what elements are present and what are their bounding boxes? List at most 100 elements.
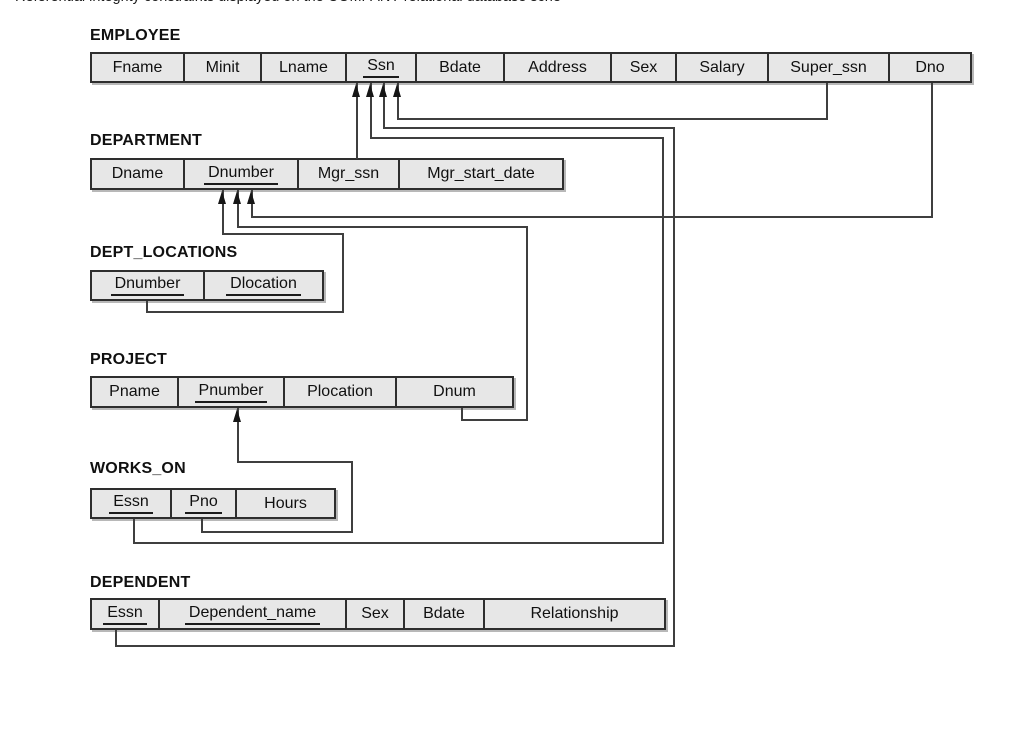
column-label: Relationship (530, 605, 619, 622)
column-dependent-dependent-name: Dependent_name (160, 600, 347, 628)
primary-key-label: Dependent_name (184, 604, 321, 625)
column-works-on-pno: Pno (172, 490, 237, 517)
column-department-dname: Dname (92, 160, 185, 188)
connector-dept-locations-dnumber-to-dnumber-segment (146, 311, 344, 313)
column-department-dnumber: Dnumber (185, 160, 299, 188)
connector-dno-to-dnumber-segment (931, 83, 933, 218)
connector-dependent-essn-to-ssn-segment (115, 645, 675, 647)
connector-dependent-essn-to-ssn-segment (115, 630, 117, 647)
column-dept-locations-dlocation: Dlocation (205, 272, 322, 299)
connector-mgr-ssn-to-ssn-segment (356, 83, 358, 159)
connector-dept-locations-dnumber-to-dnumber-segment (146, 301, 148, 313)
caption-text: Referential integrity constraints displa… (15, 0, 560, 5)
column-employee-minit: Minit (185, 54, 262, 81)
column-label: Mgr_ssn (317, 165, 380, 182)
table-row-works-on: Essn Pno Hours (90, 488, 336, 519)
column-employee-super-ssn: Super_ssn (769, 54, 890, 81)
column-label: Dno (915, 58, 945, 76)
column-employee-bdate: Bdate (417, 54, 505, 81)
connector-project-dnum-to-dnumber-segment (237, 190, 239, 228)
column-label: Dnum (433, 383, 476, 400)
column-dependent-sex: Sex (347, 600, 405, 628)
column-project-dnum: Dnum (397, 378, 512, 406)
connector-works-on-essn-to-ssn-segment (133, 519, 135, 544)
connector-works-on-pno-to-pnumber-segment (237, 461, 353, 463)
table-label-dependent: DEPENDENT (90, 574, 191, 591)
column-label: Bdate (439, 58, 481, 76)
arrowhead-icon (233, 191, 241, 204)
connector-super-ssn-to-ssn-segment (826, 83, 828, 120)
column-dependent-bdate: Bdate (405, 600, 485, 628)
column-dependent-essn: Essn (92, 600, 160, 628)
primary-key-label: Dnumber (110, 275, 185, 296)
connector-dept-locations-dnumber-to-dnumber-segment (222, 233, 344, 235)
column-employee-fname: Fname (92, 54, 185, 81)
connector-project-dnum-to-dnumber-segment (237, 226, 528, 228)
arrowhead-icon (218, 191, 226, 204)
connector-works-on-essn-to-ssn-segment (133, 542, 664, 544)
arrowhead-icon (366, 84, 374, 97)
connector-project-dnum-to-dnumber-segment (461, 408, 463, 421)
primary-key-label: Dlocation (226, 275, 301, 296)
column-project-pname: Pname (92, 378, 179, 406)
connector-project-dnum-to-dnumber-segment (461, 419, 528, 421)
column-employee-salary: Salary (677, 54, 769, 81)
connector-works-on-pno-to-pnumber-segment (351, 461, 353, 533)
connector-project-dnum-to-dnumber-segment (526, 226, 528, 421)
column-works-on-essn: Essn (92, 490, 172, 517)
table-row-dept-locations: Dnumber Dlocation (90, 270, 324, 301)
column-department-mgr-ssn: Mgr_ssn (299, 160, 400, 188)
column-label: Fname (112, 58, 163, 76)
connector-dependent-essn-to-ssn-segment (383, 127, 675, 129)
column-label: Bdate (423, 605, 465, 622)
column-employee-lname: Lname (262, 54, 347, 81)
primary-key-label: Ssn (363, 57, 399, 78)
connector-works-on-pno-to-pnumber-segment (237, 408, 239, 463)
arrowhead-icon (379, 84, 387, 97)
table-label-dept-locations: DEPT_LOCATIONS (90, 244, 238, 261)
primary-key-label: Pno (185, 493, 222, 514)
clipped-caption: Referential integrity constraints displa… (0, 0, 560, 7)
table-label-project: PROJECT (90, 351, 167, 368)
connector-works-on-essn-to-ssn-segment (662, 137, 664, 544)
column-employee-sex: Sex (612, 54, 677, 81)
column-label: Lname (279, 58, 328, 76)
table-label-department: DEPARTMENT (90, 132, 202, 149)
column-employee-dno: Dno (890, 54, 970, 81)
arrowhead-icon (352, 84, 360, 97)
table-label-employee: EMPLOYEE (90, 27, 181, 44)
column-label: Super_ssn (790, 58, 867, 76)
primary-key-label: Essn (109, 493, 153, 514)
column-label: Sex (361, 605, 389, 622)
table-row-department: Dname Dnumber Mgr_ssn Mgr_start_date (90, 158, 564, 190)
primary-key-label: Essn (103, 604, 147, 625)
table-row-project: Pname Pnumber Plocation Dnum (90, 376, 514, 408)
connector-dno-to-dnumber-segment (251, 216, 933, 218)
connector-dependent-essn-to-ssn-segment (383, 83, 385, 129)
column-label: Address (528, 58, 587, 76)
connector-dependent-essn-to-ssn-segment (673, 127, 675, 647)
column-label: Minit (205, 58, 240, 76)
connector-super-ssn-to-ssn-segment (397, 118, 828, 120)
connector-dno-to-dnumber-segment (251, 190, 253, 218)
arrowhead-icon (233, 409, 241, 422)
primary-key-label: Pnumber (194, 382, 268, 403)
column-label: Mgr_start_date (427, 165, 535, 182)
column-dept-locations-dnumber: Dnumber (92, 272, 205, 299)
column-label: Hours (264, 494, 307, 512)
column-employee-ssn: Ssn (347, 54, 417, 81)
table-row-employee: Fname Minit Lname Ssn Bdate Address Sex Salary S… (90, 52, 972, 83)
column-label: Sex (629, 58, 658, 76)
connector-dept-locations-dnumber-to-dnumber-segment (222, 190, 224, 235)
primary-key-label: Dnumber (204, 164, 278, 185)
connector-works-on-essn-to-ssn-segment (370, 137, 664, 139)
arrowhead-icon (393, 84, 401, 97)
connector-dept-locations-dnumber-to-dnumber-segment (342, 233, 344, 313)
column-dependent-relationship: Relationship (485, 600, 664, 628)
column-label: Plocation (307, 383, 373, 400)
table-label-works-on: WORKS_ON (90, 460, 186, 477)
connector-works-on-pno-to-pnumber-segment (201, 531, 353, 533)
column-label: Salary (699, 58, 745, 76)
connector-works-on-essn-to-ssn-segment (370, 83, 372, 139)
